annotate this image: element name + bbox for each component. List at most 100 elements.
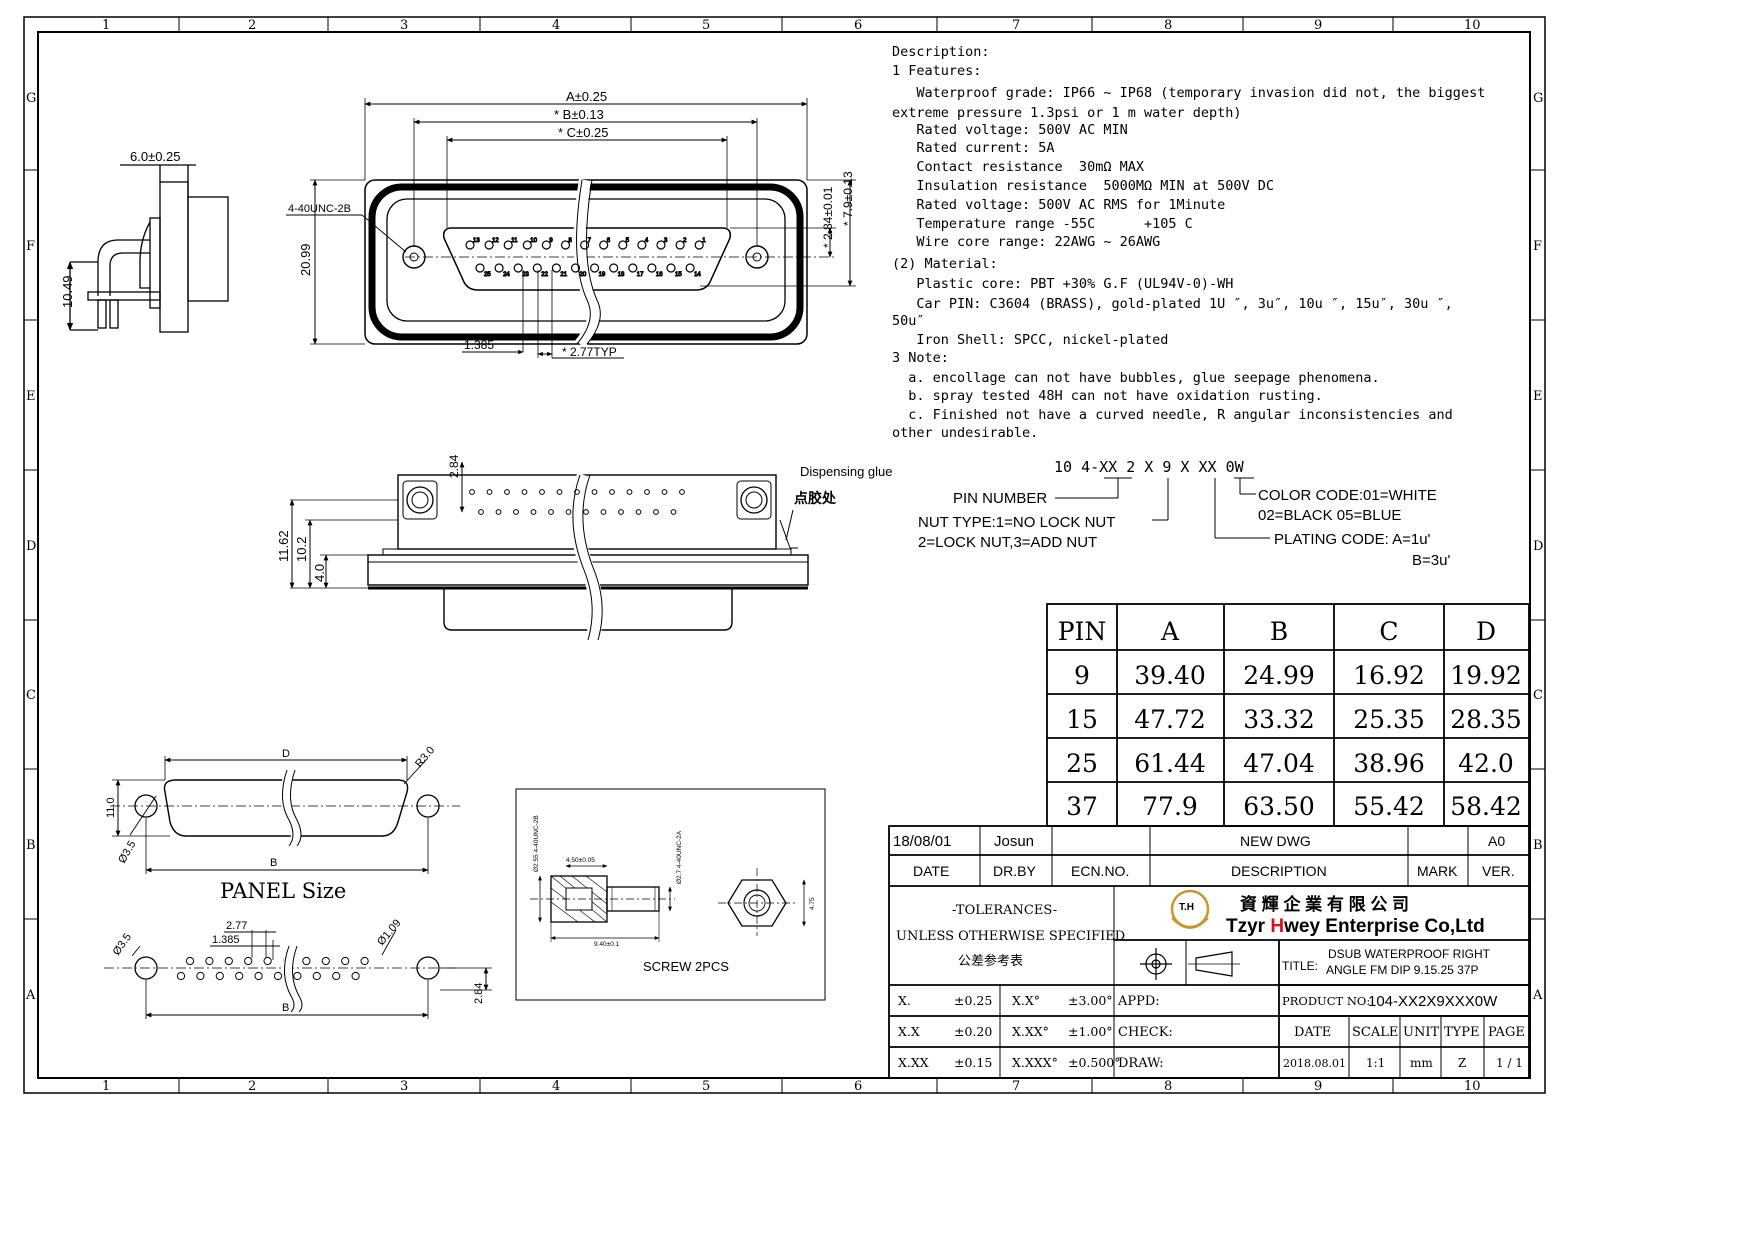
pin-number: 17 [637,272,644,278]
screw-detail [515,788,826,1001]
pin-number: 22 [541,272,548,278]
contact-pin [675,240,685,250]
description-line: 3 Note: [892,350,949,366]
company-name-en-3: wey Enterprise Co,Ltd [1283,916,1485,937]
contact-pin [521,489,528,495]
header-ecn: ECN.NO. [1071,863,1129,879]
pcb-hole [293,971,302,981]
pcb-hole [244,956,253,966]
border-row-label-right: C [1533,688,1543,703]
pcb-dim-1385: 1.385 [212,934,240,946]
footer-date: 2018.08.01 [1283,1057,1346,1070]
description-line: Description: [892,44,990,60]
border-row-label-left: A [25,988,36,1003]
front-pitch-2: * 2.77TYP [562,345,617,359]
dim-table-cell: 37 [1066,792,1098,821]
description-line: Temperature range -55C +105 C [892,216,1193,232]
color-code-line-2: 02=BLACK 05=BLUE [1258,507,1401,524]
pcb-hole [332,971,341,981]
contact-pin [513,509,519,515]
border-row-label-left: F [26,239,35,254]
description-line: b. spray tested 48H can not have oxidati… [892,388,1323,404]
pin-number: 16 [656,272,663,278]
footer-date-header: DATE [1294,1025,1331,1040]
border-col-label-top: 9 [1314,18,1322,33]
footer-type: Z [1458,1056,1466,1070]
dim-table-cell: 15 [1066,705,1098,734]
contact-pin [591,489,598,495]
contact-pin [599,240,609,250]
contact-pin [484,240,494,250]
pcb-hole [196,971,205,981]
tolerance-value: X.X [898,1024,920,1039]
nut-type-line-1: NUT TYPE:1=NO LOCK NUT [918,514,1115,531]
contact-pin [653,509,659,515]
company-logo-icon: T.H [1170,889,1210,929]
dim-table-cell: 9 [1074,661,1090,690]
pin-number: 5 [626,238,630,244]
pin-number: 9 [549,238,553,244]
check-label: CHECK: [1118,1025,1173,1040]
contact-pin [465,240,475,250]
pin-number: 1 [702,238,706,244]
pin-number: 15 [675,272,682,278]
description-line: Rated current: 5A [892,140,1055,156]
front-thread: 4-40UNC-2B [288,203,351,215]
pcb-dim-109: Ø1.09 [375,917,403,948]
description-line: 50u″ [892,313,925,329]
pcb-hole [215,971,224,981]
contact-pin [548,509,554,515]
description-line: a. encollage can not have bubbles, glue … [892,370,1380,386]
dim-table-cell: 47.72 [1134,705,1206,734]
description-block: Description:1 Features: Waterproof grade… [892,44,1485,441]
dim-table-header: A [1160,617,1180,646]
side-view [66,164,229,333]
tolerance-value: X.X° [1012,993,1040,1008]
dim-table-cell: 25.35 [1353,705,1425,734]
title-line-2: ANGLE FM DIP 9.15.25 37P [1326,963,1479,977]
border-col-label-bottom: 4 [552,1079,560,1094]
description-line: extreme pressure 1.3psi or 1 m water dep… [892,105,1242,121]
draw-label: DRAW: [1118,1056,1164,1071]
pcb-hole [205,956,214,966]
contact-pin [647,263,657,273]
dispensing-glue-label: Dispensing glue [800,464,893,479]
pcb-hole [235,971,244,981]
bottom-dim-40: 4.0 [312,564,327,582]
contact-pin [565,509,572,515]
contact-pin [560,240,571,250]
border-col-label-top: 6 [854,18,862,33]
contact-pin [618,240,628,250]
contact-pin [522,240,532,250]
tolerance-value: ±0.15 [954,1055,992,1070]
front-dim-a: A±0.25 [566,89,607,104]
contact-pin [475,263,485,273]
dim-table-header: PIN [1058,617,1107,646]
pin-number: 10 [530,238,537,244]
front-pitch-1: 1.385 [464,338,494,352]
border-col-label-top: 1 [102,18,110,33]
contact-pin [513,263,523,273]
dim-table-cell: 39.40 [1134,661,1206,690]
side-dim-1049: 10.49 [60,275,75,308]
contact-pin [495,509,502,515]
rev-description: NEW DWG [1240,833,1311,849]
header-version: VER. [1482,863,1515,879]
border-row-label-left: B [26,838,36,853]
tolerances-note: UNLESS OTHERWISE SPECIFIED [896,929,1125,944]
border-col-label-top: 2 [248,18,256,33]
dim-table-cell: 25 [1066,749,1098,778]
dim-table-cell: 77.9 [1142,792,1198,821]
contact-pin [530,509,537,515]
color-code-line-1: COLOR CODE:01=WHITE [1258,487,1437,504]
contact-pin [656,240,666,250]
description-line: Iron Shell: SPCC, nickel-plated [892,332,1168,348]
contact-pin [579,240,590,250]
panel-dim-35: Ø3.5 [116,839,138,866]
pin-number: 14 [694,272,701,278]
tolerance-value: X.XX° [1012,1024,1049,1039]
footer-scale: 1:1 [1366,1056,1385,1070]
footer-unit: mm [1410,1056,1433,1070]
